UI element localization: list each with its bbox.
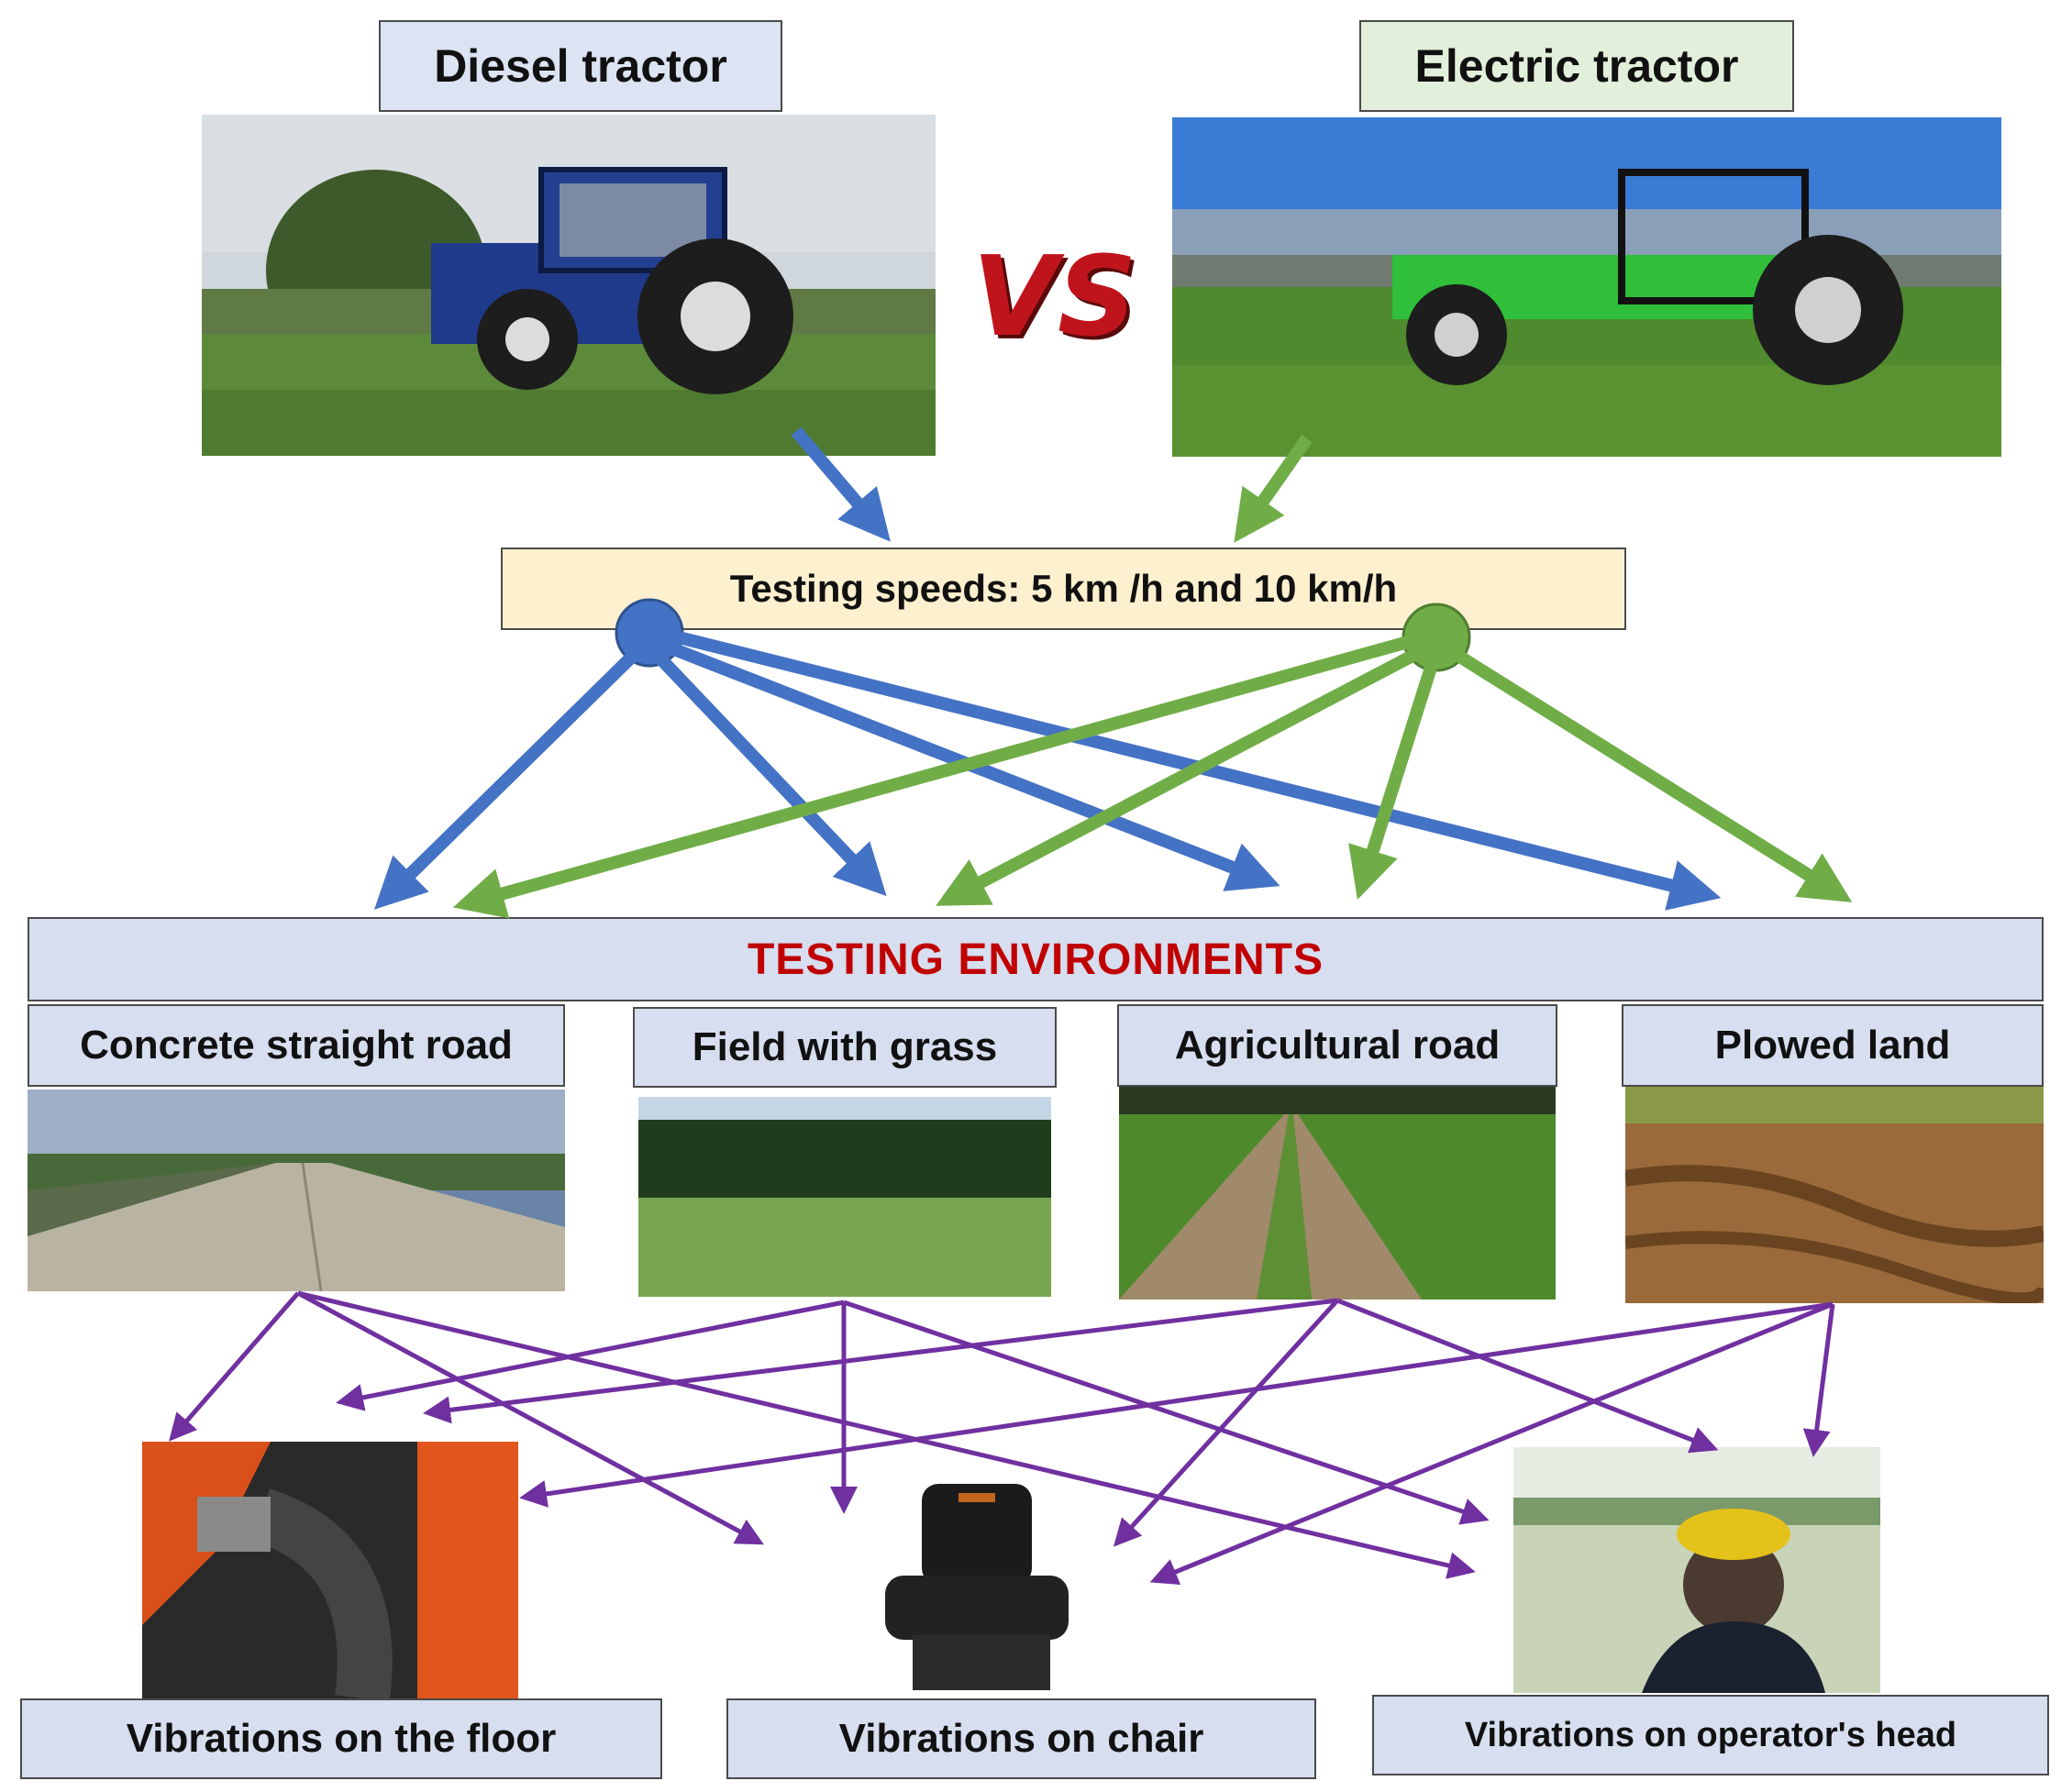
vs-text: VS <box>972 234 1137 361</box>
concrete-road-photo <box>28 1090 565 1291</box>
agricultural-road-photo <box>1119 1087 1556 1300</box>
agri-to-floor-arrow <box>423 1298 1338 1424</box>
vib-label-text: Vibrations on chair <box>838 1716 1204 1761</box>
concrete-to-head-arrow <box>297 1290 1476 1579</box>
vibration-chair-label: Vibrations on chair <box>726 1698 1316 1779</box>
diesel-tractor-title: Diesel tractor <box>379 20 782 112</box>
env-label-plowed-land: Plowed land <box>1622 1004 2044 1087</box>
diesel-tractor-photo <box>202 115 936 456</box>
plowed-to-head-arrow <box>1802 1303 1835 1457</box>
diesel-to-speeds-arrow <box>791 426 891 542</box>
agri-to-head-arrow <box>1336 1298 1719 1454</box>
plowed-to-chair-arrow <box>1149 1301 1834 1585</box>
vibration-floor-label: Vibrations on the floor <box>20 1698 662 1779</box>
concrete-to-chair-arrow <box>296 1290 764 1545</box>
env-label-text: Concrete straight road <box>80 1023 513 1067</box>
env-label-text: Field with grass <box>692 1024 998 1069</box>
vib-label-text: Vibrations on operator's head <box>1464 1715 1957 1754</box>
electric-to-plowed-arrow <box>1455 650 1853 902</box>
field-grass-photo <box>638 1097 1051 1297</box>
electric-to-concrete-arrow <box>452 636 1410 919</box>
env-label-agricultural-road: Agricultural road <box>1117 1004 1557 1087</box>
electric-to-speeds-arrow <box>1234 434 1313 543</box>
agri-to-chair-arrow <box>1113 1299 1339 1547</box>
operator-head-photo <box>1513 1447 1880 1693</box>
electric-to-agri-arrow <box>1348 665 1437 901</box>
env-label-field-grass: Field with grass <box>633 1007 1057 1088</box>
diesel-to-concrete-arrow <box>374 651 637 910</box>
testing-environments-header: TESTING ENVIRONMENTS <box>28 917 2044 1001</box>
grass-to-head-arrow <box>843 1300 1490 1525</box>
testing-speeds-label: Testing speeds: 5 km /h and 10 km/h <box>729 567 1398 610</box>
electric-tractor-photo <box>1172 117 2001 457</box>
env-label-text: Plowed land <box>1714 1023 1951 1067</box>
electric-to-grass-arrow <box>936 649 1416 906</box>
concrete-to-floor-arrow <box>169 1291 300 1442</box>
grass-to-floor-arrow <box>336 1300 845 1411</box>
electric-tractor-title: Electric tractor <box>1359 20 1794 112</box>
seat-photo <box>848 1466 1105 1704</box>
plowed-land-photo <box>1625 1087 2044 1303</box>
env-label-concrete-road: Concrete straight road <box>28 1004 565 1087</box>
plowed-to-floor-arrow <box>519 1301 1834 1508</box>
vibration-head-label: Vibrations on operator's head <box>1372 1695 2049 1775</box>
testing-environments-label: TESTING ENVIRONMENTS <box>747 935 1324 984</box>
electric-tractor-label: Electric tractor <box>1414 40 1739 92</box>
env-label-text: Agricultural road <box>1174 1023 1501 1067</box>
diesel-tractor-label: Diesel tractor <box>434 40 727 92</box>
diesel-to-grass-arrow <box>655 654 887 897</box>
tractor-floor-photo <box>142 1442 518 1698</box>
vib-label-text: Vibrations on the floor <box>126 1716 557 1761</box>
